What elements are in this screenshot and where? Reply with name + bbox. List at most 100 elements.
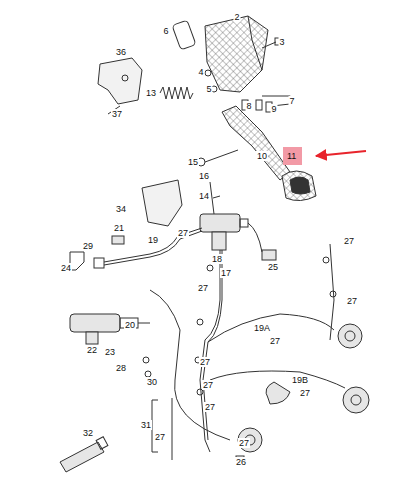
callout-number: 11 — [287, 151, 298, 161]
pedal-pad — [282, 171, 316, 201]
slave-cylinder-19B — [351, 395, 361, 405]
drawing-part — [60, 16, 369, 472]
pedal-pad — [290, 177, 310, 194]
fittings — [323, 257, 329, 263]
callout-number: 28 — [115, 363, 127, 373]
highlight-box: 11 — [283, 147, 302, 165]
callout-number: 27 — [238, 438, 250, 448]
pedal-bracket — [205, 16, 268, 92]
callout-number: 30 — [146, 377, 158, 387]
callout-number: 27 — [199, 357, 211, 367]
switch-21 — [112, 236, 124, 244]
fittings — [330, 291, 336, 297]
bolt — [262, 38, 280, 48]
brackets — [152, 398, 172, 460]
callout-number: 27 — [269, 336, 281, 346]
callout-number: 9 — [270, 104, 277, 114]
pedal-arm — [205, 150, 238, 162]
pressure-line — [200, 250, 220, 452]
pushrod — [213, 196, 220, 198]
callout-number: 27 — [346, 296, 358, 306]
fittings — [207, 265, 213, 271]
callout-number: 36 — [115, 47, 127, 57]
pressure-line — [150, 244, 345, 452]
master-cylinder-23 — [70, 314, 120, 332]
callout-number: 37 — [111, 109, 123, 119]
hose-19 — [70, 252, 84, 270]
callout-number: 8 — [245, 101, 252, 111]
bolt — [262, 42, 276, 48]
plate-34 — [142, 180, 182, 226]
bracket-36 — [98, 58, 142, 114]
callout-number: 31 — [140, 420, 152, 430]
master-cylinder-23 — [70, 314, 150, 344]
master-cylinder-23 — [86, 332, 98, 344]
pedal-arm — [197, 106, 290, 180]
slave-cylinder-19B — [343, 387, 369, 413]
pointer-arrow — [316, 151, 366, 156]
slave-cylinder-31 — [238, 428, 262, 452]
bushes — [242, 100, 272, 112]
pressure-line — [203, 250, 222, 440]
grease-tube-32 — [96, 437, 108, 450]
bracket-36 — [122, 75, 128, 81]
callout-number: 4 — [197, 67, 204, 77]
callout-number: 27 — [197, 283, 209, 293]
callout-number: 27 — [177, 228, 189, 238]
callout-number: 27 — [343, 236, 355, 246]
pedal-bracket — [205, 16, 268, 92]
callout-number: 27 — [202, 380, 214, 390]
master-cylinder-17 — [240, 219, 248, 227]
slave-cylinder-19B — [266, 382, 290, 404]
spring — [160, 87, 193, 99]
slave-cylinder-19B — [266, 382, 369, 413]
plate-34 — [142, 180, 182, 226]
gasket — [172, 20, 196, 50]
callout-number: 25 — [267, 262, 279, 272]
callout-number: 20 — [124, 320, 136, 330]
switch-21 — [112, 236, 124, 244]
callout-number: 26 — [235, 457, 247, 467]
callout-number: 6 — [162, 26, 169, 36]
callout-number: 13 — [145, 88, 157, 98]
callout-number: 17 — [220, 268, 232, 278]
callout-number: 22 — [86, 345, 98, 355]
callout-number: 14 — [198, 191, 210, 201]
callout-number: 32 — [82, 428, 94, 438]
fittings — [143, 357, 149, 363]
slave-cylinder-19A — [345, 331, 355, 341]
callout-number: 3 — [278, 37, 285, 47]
brackets — [152, 400, 158, 452]
callout-number: 29 — [82, 241, 94, 251]
slave-cylinder-19A — [338, 324, 362, 348]
callout-number: 2 — [233, 12, 240, 22]
callout-number: 10 — [256, 151, 268, 161]
master-cylinder-17 — [200, 214, 240, 232]
master-cylinder-23 — [138, 323, 150, 324]
hose-19 — [94, 258, 104, 268]
callout-number: 19 — [147, 235, 159, 245]
callout-number: 27 — [154, 432, 166, 442]
master-cylinder-17 — [212, 232, 226, 250]
grease-tube-32 — [60, 442, 104, 472]
bushes — [256, 100, 262, 110]
callout-number: 7 — [288, 96, 295, 106]
callout-number: 24 — [60, 263, 72, 273]
pushrod — [210, 182, 220, 214]
pedal-arm — [222, 106, 290, 180]
master-cylinder-17 — [248, 223, 262, 252]
master-cylinder-17 — [262, 250, 276, 260]
fittings — [197, 319, 203, 325]
pedal-bracket — [248, 16, 262, 70]
callout-number: 23 — [104, 347, 116, 357]
gasket — [172, 20, 196, 50]
callout-number: 15 — [187, 157, 199, 167]
brackets — [172, 398, 173, 460]
callout-number: 18 — [211, 254, 223, 264]
callout-number: 27 — [299, 388, 311, 398]
callout-number: 19B — [291, 375, 309, 385]
bracket-36 — [98, 58, 142, 104]
spring — [160, 87, 193, 99]
callout-number: 19A — [253, 323, 271, 333]
